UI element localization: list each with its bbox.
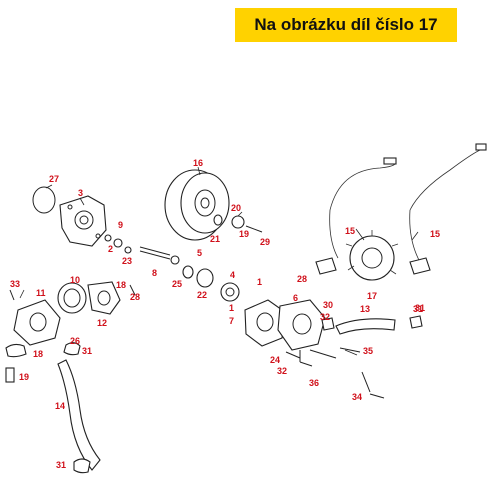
pickup-sensor (315, 257, 337, 275)
coolant-hose (57, 359, 101, 471)
pump-gasket (244, 299, 286, 347)
callout-15-right: 15 (430, 229, 440, 239)
bolt-35 (339, 347, 361, 353)
washer-small (104, 234, 112, 242)
callout-4: 4 (230, 270, 235, 280)
callout-6: 6 (293, 293, 298, 303)
callout-31-bottom: 31 (56, 460, 66, 470)
callout-12: 12 (97, 318, 107, 328)
water-pump-cover (59, 195, 107, 247)
callout-1-lower: 1 (229, 303, 234, 313)
oil-seal (213, 214, 223, 226)
callout-9: 9 (118, 220, 123, 230)
callout-25: 25 (172, 279, 182, 289)
pickup-sensor-right (409, 257, 431, 275)
flywheel-rotor (164, 169, 230, 241)
callout-35: 35 (363, 346, 373, 356)
bolt-36 (309, 349, 337, 359)
bearing (231, 215, 245, 229)
temperature-sensor (5, 367, 15, 383)
thermostat-housing (57, 281, 121, 315)
callout-19-left: 19 (19, 372, 29, 382)
callout-11: 11 (36, 288, 46, 298)
clamp (63, 342, 81, 356)
callout-28-right: 28 (297, 274, 307, 284)
bolt (245, 225, 263, 233)
callout-5: 5 (197, 248, 202, 258)
callout-15-left: 15 (345, 226, 355, 236)
callout-17: 17 (367, 291, 377, 301)
hose-clamp (5, 343, 27, 358)
callout-26: 26 (70, 336, 80, 346)
callout-1: 1 (257, 277, 262, 287)
bolt-34 (361, 371, 371, 393)
bolt-34b (369, 393, 385, 399)
callout-14: 14 (55, 401, 65, 411)
callout-31-lower-right: 31 (415, 303, 425, 313)
callout-20: 20 (231, 203, 241, 213)
callout-33: 33 (10, 279, 20, 289)
small-clamp (321, 317, 335, 331)
bolt-32 (299, 361, 313, 367)
water-pump-body (9, 289, 61, 346)
bolt-small (129, 284, 136, 296)
stator-coil (345, 230, 399, 281)
callout-34: 34 (352, 392, 362, 402)
callout-2: 2 (108, 244, 113, 254)
callout-18-left: 18 (33, 349, 43, 359)
callout-27: 27 (49, 174, 59, 184)
callout-22: 22 (197, 290, 207, 300)
hose-clip (409, 315, 423, 329)
callout-32: 32 (320, 312, 330, 322)
bottom-clamp (73, 458, 91, 474)
callout-18: 18 (116, 280, 126, 290)
callout-16: 16 (193, 158, 203, 168)
leader-lines (19, 166, 419, 356)
callout-31-mid: 31 (413, 304, 423, 314)
callout-13: 13 (360, 304, 370, 314)
callout-10: 10 (70, 275, 80, 285)
callout-23: 23 (122, 256, 132, 266)
pin (124, 246, 132, 254)
part-number-banner: Na obrázku díl číslo 17 (235, 8, 457, 42)
callout-24: 24 (270, 355, 280, 365)
callout-7: 7 (229, 316, 234, 326)
callout-19: 19 (239, 229, 249, 239)
callout-28: 28 (130, 292, 140, 302)
pump-cover (277, 299, 326, 362)
o-ring-gasket (32, 186, 56, 214)
impeller-assembly (182, 265, 240, 302)
washer (113, 238, 123, 248)
bolt-24 (285, 351, 301, 359)
callout-32-lower: 32 (277, 366, 287, 376)
bypass-hose (335, 318, 396, 335)
callout-31-left: 31 (82, 346, 92, 356)
callout-29: 29 (260, 237, 270, 247)
callout-3: 3 (78, 188, 83, 198)
callout-8: 8 (152, 268, 157, 278)
pump-shaft (139, 246, 180, 265)
callout-36: 36 (309, 378, 319, 388)
callout-21: 21 (210, 234, 220, 244)
callout-30: 30 (323, 300, 333, 310)
wiring-harness (329, 143, 487, 263)
